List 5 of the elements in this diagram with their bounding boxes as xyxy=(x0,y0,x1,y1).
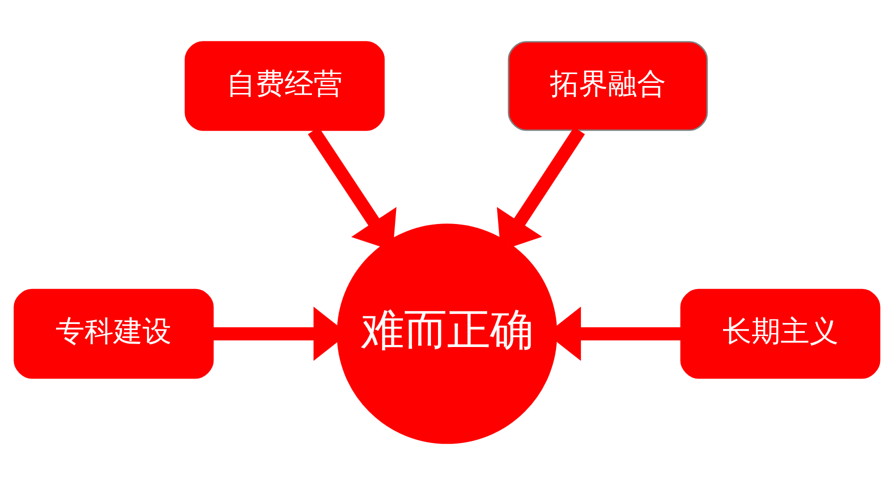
node-box: 长期主义 xyxy=(680,288,880,378)
node-box: 拓界融合 xyxy=(508,40,708,130)
node-box: 自费经营 xyxy=(184,40,385,130)
node-circle: 难而正确 xyxy=(336,223,558,444)
node-box: 专科建设 xyxy=(14,288,214,378)
